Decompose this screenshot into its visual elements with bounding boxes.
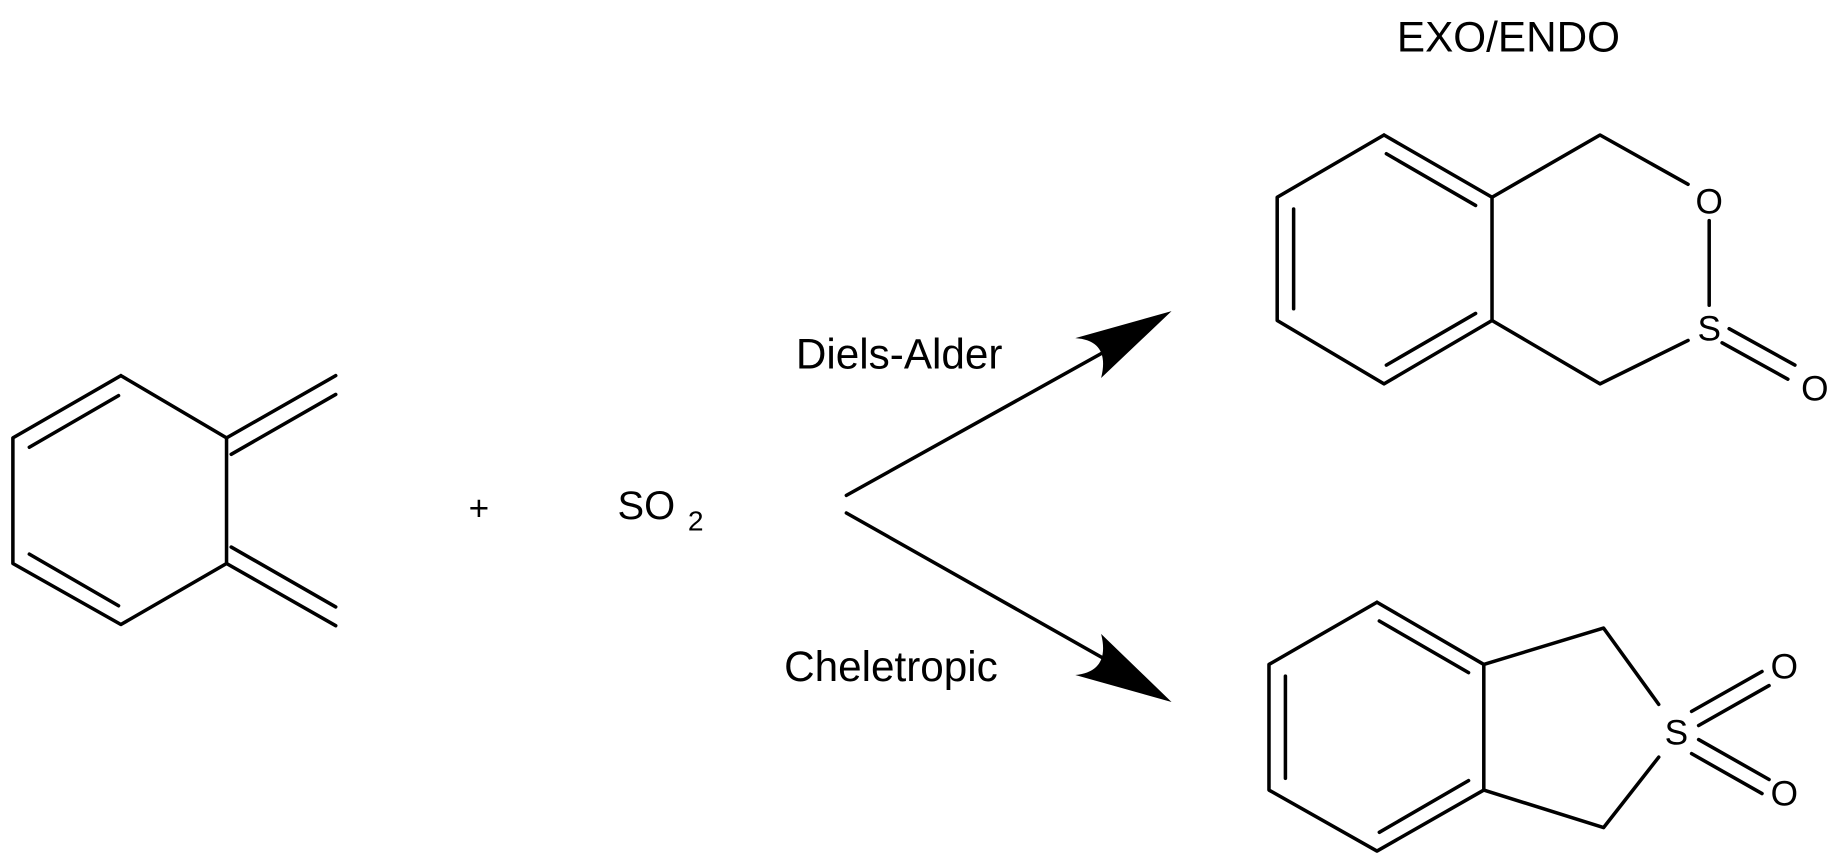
oxygen-atom-label: O bbox=[1771, 774, 1798, 813]
oxygen-atom-label: O bbox=[1771, 648, 1798, 687]
cheletropic-label: Cheletropic bbox=[784, 643, 998, 690]
cheletropic-arrow bbox=[844, 511, 1172, 702]
so2-subscript: 2 bbox=[688, 505, 704, 537]
plus-sign: + bbox=[469, 489, 490, 528]
diels-alder-product: O S O bbox=[1275, 133, 1829, 408]
exo-endo-title: EXO/ENDO bbox=[1397, 14, 1620, 61]
sulfur-atom-label: S bbox=[1665, 713, 1688, 752]
diels-alder-label: Diels-Alder bbox=[796, 331, 1003, 378]
oxygen-atom-label: O bbox=[1801, 369, 1828, 408]
cheletropic-product: S O O bbox=[1267, 600, 1798, 853]
o-xylylene-molecule bbox=[11, 373, 338, 628]
oxygen-atom-label: O bbox=[1696, 183, 1723, 222]
sulfur-atom-label: S bbox=[1697, 309, 1720, 348]
diels-alder-arrow bbox=[844, 311, 1172, 498]
sulfur-dioxide: SO 2 bbox=[617, 484, 703, 537]
so2-label: SO bbox=[617, 484, 675, 528]
